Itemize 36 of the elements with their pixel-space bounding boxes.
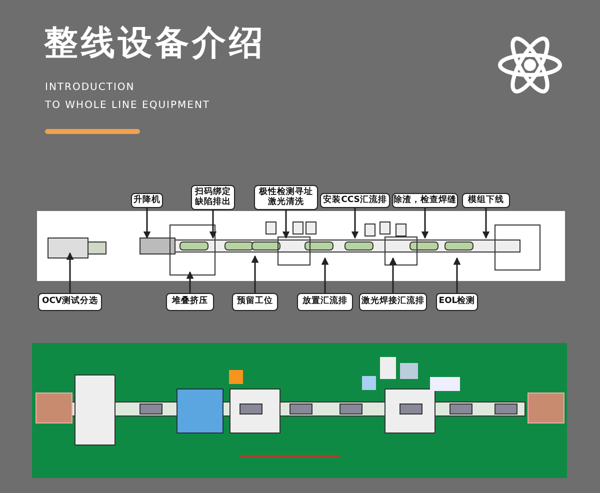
callout-box [462,193,510,208]
callout-text: 激光焊接汇流排 [362,297,424,307]
subtitle: TO WHOLE LINE EQUIPMENT [45,100,210,111]
leader-arrow [186,271,194,293]
leader-arrow [282,210,290,239]
callout-text: EOL检测 [438,297,476,307]
leader-arrow [143,208,151,239]
callout-text: 扫码绑定缺陷排出 [194,188,232,207]
subtitle: INTRODUCTION [45,82,135,93]
title: 整线设备介绍 [44,22,266,65]
callout-text: 放置汇流排 [302,297,348,307]
callout-text: 模组下线 [468,196,504,206]
leader-arrow [421,208,429,239]
leader-arrow [389,257,397,293]
leader-arrow [351,208,359,239]
callout-text: OCV测试分选 [42,297,98,307]
leader-arrow [209,210,217,239]
callout-text: 安装CCS汇流排 [323,196,387,206]
leader-arrow [453,257,461,293]
callout-text: 极性检测寻址激光清洗 [258,188,314,207]
leader-arrow [251,255,259,293]
leader-arrow [321,257,329,293]
callout-text: 除渣，检查焊缝 [394,196,456,206]
callout-text: 预留工位 [237,297,273,307]
callout-box [254,185,318,210]
callout-box [232,293,278,311]
callout-box [436,293,478,311]
callout-box [320,193,390,208]
callout-box [166,293,214,311]
callout-box [297,293,353,311]
leader-arrow [66,252,74,293]
callout-box [38,293,102,311]
leader-arrow [482,208,490,239]
callout-box [359,293,427,311]
callout-text: 升降机 [134,196,160,206]
callout-text: 堆叠挤压 [172,297,208,307]
